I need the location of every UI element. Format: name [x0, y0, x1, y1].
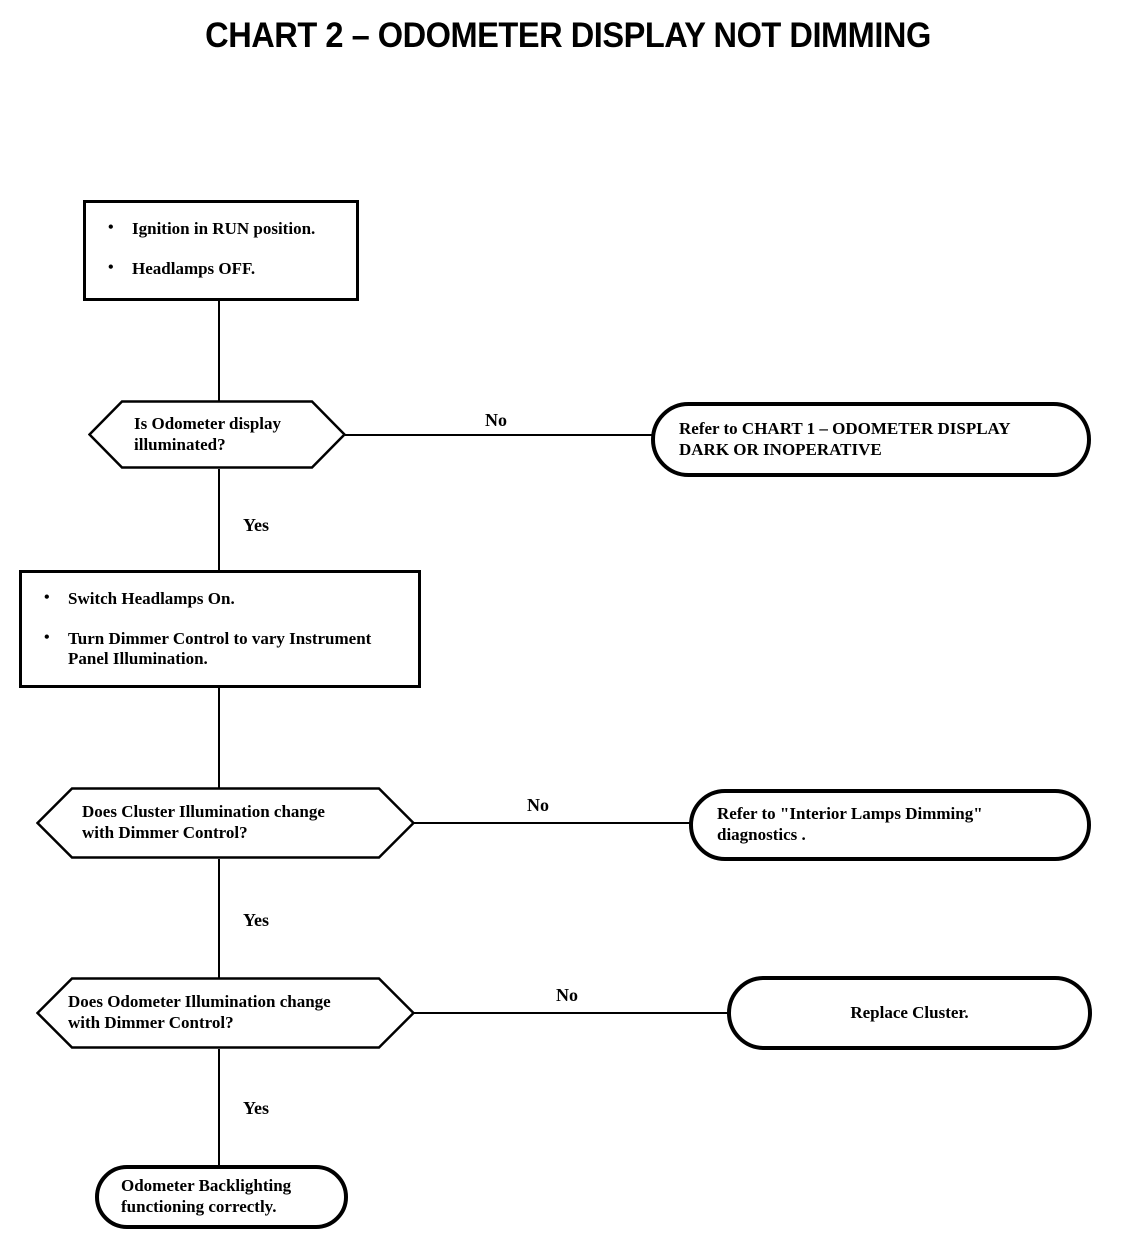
terminator-replace-cluster: Replace Cluster. [727, 976, 1092, 1050]
decision3-label: Does Odometer Illumination change with D… [68, 992, 331, 1032]
decision-cluster-illumination-change: Does Cluster Illumination change with Di… [36, 787, 415, 859]
edge-label-decision3-no: No [556, 985, 578, 1005]
page-title: CHART 2 – ODOMETER DISPLAY NOT DIMMING [205, 16, 931, 55]
terminator4-label: Odometer Backlighting functioning correc… [121, 1176, 292, 1216]
hexagon-outline-icon [36, 977, 415, 1049]
edge-label-decision2-yes: Yes [243, 910, 269, 930]
terminator1-label: Refer to CHART 1 – ODOMETER DISPLAY DARK… [679, 418, 1011, 459]
list-item: Ignition in RUN position. [98, 218, 344, 240]
connector-conditions-to-decision1 [218, 301, 220, 401]
edge-label-decision1-no: No [485, 410, 507, 430]
list-item: Switch Headlamps On. [34, 588, 406, 610]
connector-decision3-no [414, 1012, 727, 1014]
terminator3-label: Replace Cluster. [850, 1002, 969, 1022]
actions-bullet-list: Switch Headlamps On. Turn Dimmer Control… [34, 588, 406, 670]
connector-decision2-no [414, 822, 691, 824]
edge-label-decision2-no: No [527, 795, 549, 815]
edge-label-decision1-yes: Yes [243, 515, 269, 535]
hexagon-outline-icon [36, 787, 415, 859]
terminator2-label: Refer to "Interior Lamps Dimming" diagno… [717, 804, 983, 844]
process-box-actions: Switch Headlamps On. Turn Dimmer Control… [19, 570, 421, 688]
hexagon-outline-icon [88, 400, 346, 469]
terminator-backlighting-ok: Odometer Backlighting functioning correc… [95, 1165, 348, 1229]
connector-decision3-yes [218, 1049, 220, 1166]
decision2-label: Does Cluster Illumination change with Di… [82, 802, 325, 842]
connector-decision1-no [345, 434, 653, 436]
connector-decision1-yes [218, 469, 220, 570]
list-item: Turn Dimmer Control to vary Instrument P… [34, 628, 406, 670]
list-item: Headlamps OFF. [98, 258, 344, 280]
process-box-conditions: Ignition in RUN position. Headlamps OFF. [83, 200, 359, 301]
edge-label-decision3-yes: Yes [243, 1098, 269, 1118]
terminator-refer-interior-lamps: Refer to "Interior Lamps Dimming" diagno… [689, 789, 1091, 861]
decision1-label: Is Odometer display illuminated? [134, 413, 282, 454]
terminator-refer-chart1: Refer to CHART 1 – ODOMETER DISPLAY DARK… [651, 402, 1091, 477]
decision-odometer-display-illuminated: Is Odometer display illuminated? [88, 400, 346, 469]
connector-decision2-yes [218, 859, 220, 978]
conditions-bullet-list: Ignition in RUN position. Headlamps OFF. [98, 218, 344, 280]
list-item-line2: Panel Illumination. [68, 649, 208, 669]
list-item-line1: Turn Dimmer Control to vary Instrument [68, 628, 372, 648]
decision-odometer-illumination-change: Does Odometer Illumination change with D… [36, 977, 415, 1049]
connector-actions-to-decision2 [218, 688, 220, 788]
